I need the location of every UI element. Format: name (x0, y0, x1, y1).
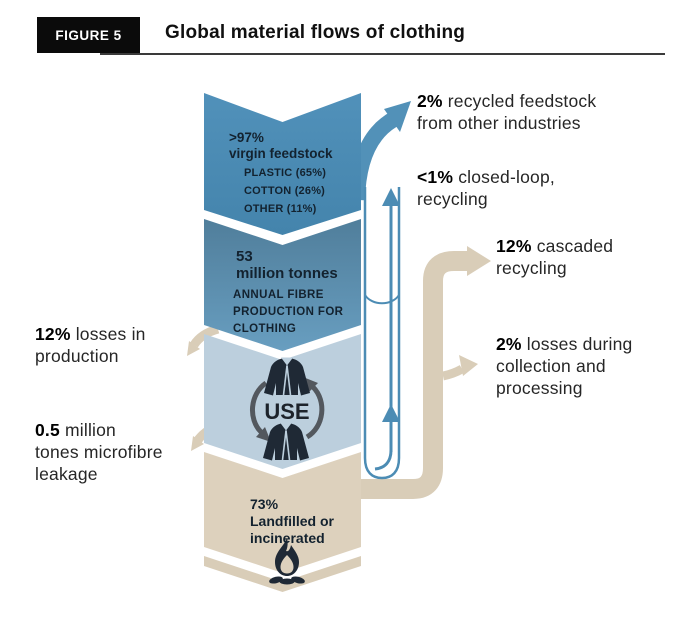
callout-line: cascaded (536, 236, 614, 256)
production-losses-arrow-icon (187, 324, 220, 356)
production-caption: ANNUAL FIBRE PRODUCTION FOR CLOTHING (233, 287, 343, 338)
figure-tag-badge: FIGURE 5 (37, 17, 140, 53)
callout-bold: 2% (496, 334, 522, 354)
production-value: 53 (236, 248, 253, 265)
feedstock-label: >97% virgin feedstock (229, 130, 333, 162)
callout-line: recycling (496, 258, 567, 278)
closed-loop-up-arrow-icon (374, 188, 400, 471)
feedstock-pct: >97% (229, 130, 264, 145)
production-caption-line: CLOTHING (233, 323, 297, 335)
callout-recycled-feedstock: 2% recycled feedstock from other industr… (417, 90, 596, 134)
callout-line: from other industries (417, 113, 581, 133)
landfill-line: incinerated (250, 530, 325, 546)
callout-line: losses in (75, 324, 146, 344)
closed-loop-pipe (363, 187, 401, 480)
callout-closed-loop: <1% closed-loop, recycling (417, 166, 555, 210)
header-divider (100, 53, 665, 55)
callout-line: tones microfibre (35, 442, 163, 462)
production-chevron (204, 219, 361, 351)
callout-line: processing (496, 378, 583, 398)
feedstock-breakdown: PLASTIC (65%) COTTON (26%) OTHER (11%) (244, 164, 326, 218)
callout-collection-losses: 2% losses during collection and processi… (496, 333, 632, 399)
callout-line: million (65, 420, 116, 440)
callout-bold: 12% (496, 236, 532, 256)
production-caption-line: PRODUCTION FOR (233, 306, 344, 318)
production-unit: million tonnes (236, 265, 338, 282)
recycled-feedstock-arrow-icon (349, 101, 411, 201)
callout-line: production (35, 346, 119, 366)
feedstock-name: virgin feedstock (229, 146, 333, 161)
collection-losses-arrowhead-icon (459, 355, 478, 376)
callout-bold: <1% (417, 167, 454, 187)
figure-title: Global material flows of clothing (165, 22, 466, 43)
callout-production-losses: 12% losses in production (35, 323, 146, 367)
production-caption-line: ANNUAL FIBRE (233, 289, 324, 301)
use-stage-label: USE (264, 399, 310, 424)
callout-line: recycling (417, 189, 488, 209)
callout-line: losses during (526, 334, 633, 354)
callout-bold: 2% (417, 91, 443, 111)
landfill-label: 73% Landfilled or incinerated (250, 496, 334, 547)
cascaded-recycling-pipe (350, 246, 491, 499)
feedstock-item-other: OTHER (11%) (244, 203, 317, 215)
landfill-chevron (204, 452, 361, 573)
recycle-cycle-icon (250, 377, 325, 442)
feedstock-item-cotton: COTTON (26%) (244, 185, 326, 197)
production-amount: 53 million tonnes (236, 248, 338, 282)
feedstock-item-plastic: PLASTIC (65%) (244, 167, 327, 179)
collection-losses-branch (442, 365, 465, 381)
callout-cascaded-recycling: 12% cascaded recycling (496, 235, 613, 279)
cascaded-recycling-arrowhead-icon (467, 246, 491, 276)
callout-bold: 12% (35, 324, 71, 344)
use-chevron (204, 334, 361, 469)
callout-line: recycled feedstock (447, 91, 597, 111)
callout-line: leakage (35, 464, 98, 484)
landfill-line: Landfilled or (250, 513, 334, 529)
callout-line: collection and (496, 356, 606, 376)
landfill-pct: 73% (250, 496, 279, 512)
feedstock-chevron (204, 93, 361, 235)
callout-microfibre-leakage: 0.5 million tones microfibre leakage (35, 419, 163, 485)
callout-line: closed-loop, (458, 167, 555, 187)
callout-bold: 0.5 (35, 420, 60, 440)
bottom-band-chevron (204, 556, 361, 592)
fire-icon (269, 538, 305, 585)
